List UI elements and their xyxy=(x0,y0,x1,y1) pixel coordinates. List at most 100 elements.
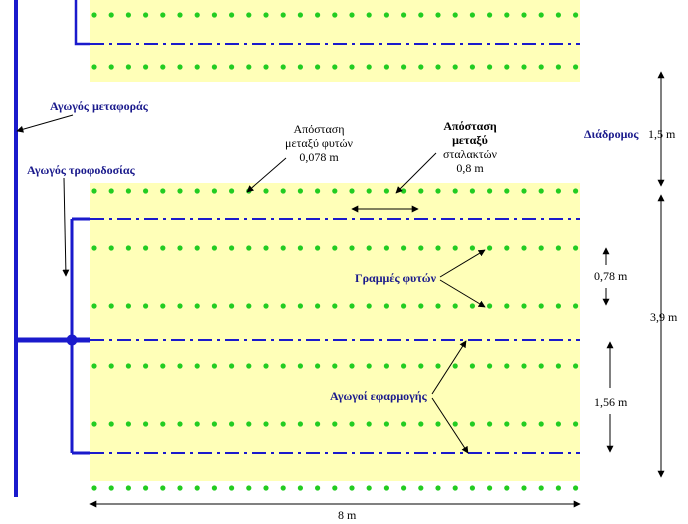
plant-dot xyxy=(143,64,149,70)
plant-dot xyxy=(573,245,579,251)
plant-dot xyxy=(143,245,149,251)
plant-dot xyxy=(538,12,544,18)
plant-dot xyxy=(194,64,200,70)
plant-dot xyxy=(349,303,355,309)
plant-dot xyxy=(280,64,286,70)
plant-dot xyxy=(108,12,114,18)
plant-dot xyxy=(177,303,183,309)
plant-spacing-pointer-arrow xyxy=(246,157,287,193)
plant-dot xyxy=(315,245,321,251)
plant-dot xyxy=(229,303,235,309)
plant-dot xyxy=(383,485,389,491)
plant-dot xyxy=(435,64,441,70)
plant-dot xyxy=(504,245,510,251)
plant-dot xyxy=(469,188,475,194)
plant-dot xyxy=(573,303,579,309)
plant-dot xyxy=(297,12,303,18)
plant-dot xyxy=(229,363,235,369)
plant-dot xyxy=(211,485,217,491)
plant-dot xyxy=(555,12,562,18)
plant-dot xyxy=(143,485,149,491)
plant-dot xyxy=(263,12,269,18)
plant-dot xyxy=(194,485,200,491)
plant-rows-arrow-1 xyxy=(439,249,486,278)
plant-dot xyxy=(418,421,424,427)
plant-dot xyxy=(125,188,131,194)
plant-dot xyxy=(521,188,527,194)
conveyance-pointer-arrow xyxy=(16,114,74,133)
lateral-spacing-label: 1,56 m xyxy=(594,395,628,409)
plant-dot xyxy=(280,485,286,491)
plant-dot xyxy=(108,303,114,309)
plant-dot xyxy=(108,245,114,251)
plant-dot xyxy=(263,64,269,70)
plant-dot xyxy=(504,485,510,491)
top-bed xyxy=(90,0,580,82)
plant-dot xyxy=(246,363,252,369)
plant-dot xyxy=(435,12,441,18)
plant-dot xyxy=(125,485,131,491)
plant-row xyxy=(91,303,579,309)
main-bed xyxy=(90,183,580,481)
laterals-group xyxy=(90,43,580,454)
plant-dot xyxy=(280,363,286,369)
corridor-label: Διάδρομος xyxy=(584,127,639,141)
plant-dot xyxy=(401,12,407,18)
plant-dot xyxy=(504,12,510,18)
plant-dot xyxy=(229,12,235,18)
plant-dot xyxy=(555,245,562,251)
plant-dot xyxy=(280,188,286,194)
plant-row xyxy=(91,188,579,194)
plant-dot xyxy=(177,485,183,491)
plant-dot xyxy=(143,421,149,427)
plant-dot xyxy=(297,421,303,427)
plant-dot xyxy=(418,245,424,251)
plant-dot xyxy=(177,245,183,251)
plant-dot xyxy=(418,303,424,309)
plant-dot xyxy=(469,303,475,309)
plant-dot xyxy=(555,303,562,309)
plant-dot xyxy=(435,485,441,491)
plant-dot xyxy=(555,64,562,70)
plant-dot xyxy=(487,64,493,70)
plant-dot xyxy=(332,245,338,251)
plant-dot xyxy=(383,245,389,251)
plant-dot xyxy=(401,64,407,70)
plant-dot xyxy=(573,485,579,491)
plant-dot xyxy=(487,245,493,251)
emitter-spacing-label-3: σταλακτών xyxy=(443,147,497,161)
plant-row xyxy=(91,363,579,369)
plant-dot xyxy=(211,188,217,194)
plant-dot xyxy=(366,245,372,251)
plant-dot xyxy=(401,421,407,427)
plant-dot xyxy=(418,485,424,491)
plant-dot xyxy=(297,485,303,491)
plant-dot xyxy=(555,485,562,491)
plant-dot xyxy=(521,485,527,491)
plant-dot xyxy=(297,303,303,309)
plant-dot xyxy=(487,485,493,491)
feeder-pipe-label: Αγωγός τροφοδοσίας xyxy=(27,163,136,177)
plant-dot xyxy=(315,485,321,491)
plant-dot xyxy=(332,188,338,194)
feeder-pointer-arrow xyxy=(62,177,70,277)
plant-dot xyxy=(160,363,166,369)
plant-dot xyxy=(211,12,217,18)
plant-dot xyxy=(160,64,166,70)
plant-dot xyxy=(401,485,407,491)
laterals-arrow-2 xyxy=(431,397,469,454)
plant-dot xyxy=(332,12,338,18)
plant-spacing-value: 0,078 m xyxy=(299,150,339,164)
plant-dot xyxy=(91,64,97,70)
plant-dot xyxy=(263,421,269,427)
plant-dot xyxy=(125,421,131,427)
plant-dot xyxy=(246,485,252,491)
plant-dot xyxy=(263,188,269,194)
plant-dot xyxy=(229,64,235,70)
plant-dot xyxy=(160,485,166,491)
plant-dot xyxy=(521,64,527,70)
plant-dot xyxy=(194,188,200,194)
plant-dot xyxy=(469,485,475,491)
plant-dot xyxy=(487,303,493,309)
plant-dot xyxy=(555,188,562,194)
